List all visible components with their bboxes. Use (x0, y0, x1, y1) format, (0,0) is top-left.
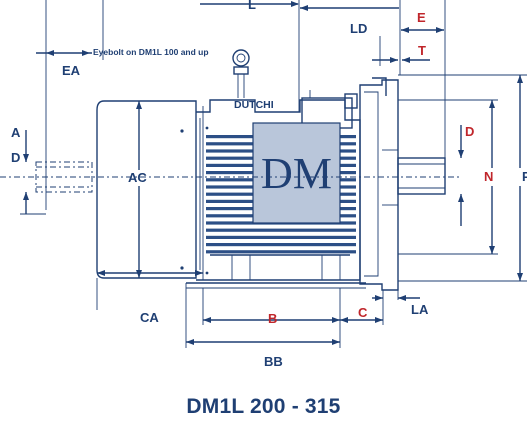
label-e: E (417, 10, 426, 25)
label-l: L (248, 0, 256, 12)
dimension-ac: AC (128, 101, 147, 278)
label-d-right: D (465, 124, 474, 139)
eyebolt-note: Eyebolt on DM1L 100 and up (93, 47, 209, 57)
dimension-ca: CA (97, 270, 203, 325)
dimension-bb: BB (186, 339, 340, 369)
label-ld: LD (350, 21, 367, 36)
dimension-e: E (401, 10, 444, 33)
dimension-n: N (398, 99, 498, 255)
cooling-fin (206, 243, 356, 247)
label-b: B (268, 311, 277, 326)
top-extension-lines (45, 0, 446, 210)
drive-shaft (397, 157, 446, 195)
dimension-ld: LD (300, 5, 399, 66)
flange (359, 77, 399, 291)
dimension-p: P (398, 74, 527, 282)
model-caption: DM1L 200 - 315 (186, 395, 341, 418)
fan-cover (96, 100, 197, 279)
label-la: LA (411, 302, 429, 317)
eyebolt (232, 49, 250, 98)
dimension-a-d-left: A D (11, 125, 46, 215)
rear-shaft (35, 161, 93, 193)
label-ca: CA (140, 310, 159, 325)
bottom-extension-lines (96, 278, 399, 348)
label-d-left: D (11, 150, 20, 165)
motor-base (186, 254, 366, 289)
label-p: P (522, 169, 527, 184)
terminal-box (301, 90, 358, 129)
brand-label: DUTCHI (234, 99, 274, 111)
dm-logo-plate: DM (252, 122, 341, 224)
dimension-la: LA (372, 295, 429, 317)
dm-logo-text: DM (261, 149, 332, 198)
dimension-c: C (340, 305, 383, 323)
label-ea: EA (62, 63, 81, 78)
dimension-b: B (203, 311, 340, 326)
label-n: N (484, 169, 493, 184)
label-a: A (11, 125, 21, 140)
dimension-t: T (372, 43, 430, 63)
label-c: C (358, 305, 368, 320)
label-ac: AC (128, 170, 147, 185)
dimension-ea: EA (36, 50, 92, 78)
cooling-fin (206, 250, 356, 254)
dimension-d-right: D (458, 124, 474, 226)
label-t: T (418, 43, 426, 58)
cooling-fin (206, 228, 356, 232)
cooling-fin (206, 235, 356, 239)
dimension-l: L (200, 0, 299, 12)
label-bb: BB (264, 354, 283, 369)
